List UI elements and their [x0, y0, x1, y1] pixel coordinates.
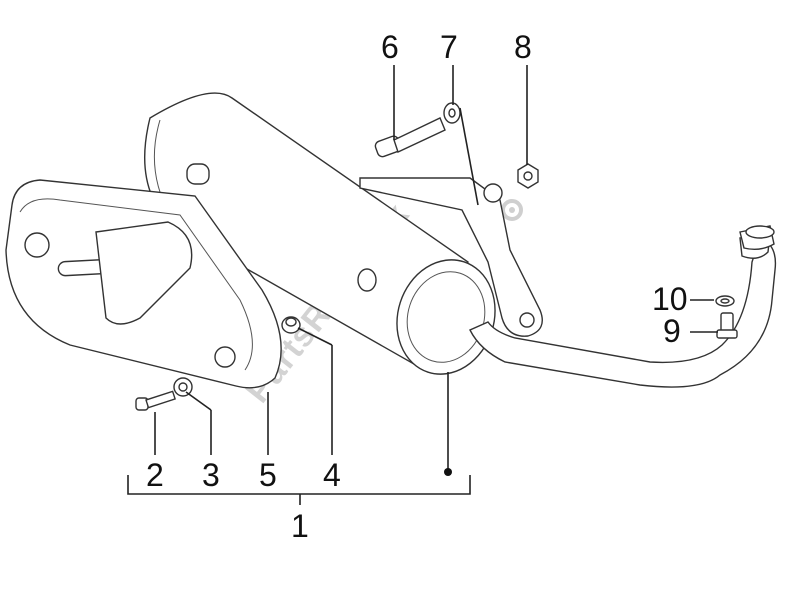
leader-dot	[444, 468, 452, 476]
part-2-screw	[135, 390, 176, 411]
heat-shield	[5, 179, 282, 389]
mounting-bracket	[359, 177, 543, 337]
callout-10: 10	[652, 281, 688, 317]
assembly-bracket	[127, 475, 471, 505]
muffler-body	[144, 92, 496, 375]
callout-9: 9	[663, 313, 681, 349]
callout-1: 1	[291, 508, 309, 544]
callout-3: 3	[202, 457, 220, 493]
callout-2: 2	[146, 457, 164, 493]
callout-8: 8	[514, 29, 532, 65]
part-6-bolt	[374, 117, 446, 158]
part-7-washer	[443, 102, 461, 124]
part-10-washer	[715, 295, 735, 307]
part-8-nut	[517, 163, 539, 189]
leader-lines	[154, 65, 718, 476]
callout-7: 7	[440, 29, 458, 65]
watermark-gear-icon	[501, 199, 523, 221]
callout-4: 4	[323, 457, 341, 493]
part-9-bolt	[716, 312, 738, 339]
callout-6: 6	[381, 29, 399, 65]
part-4-bushing	[281, 316, 301, 334]
exhaust-pipe	[469, 225, 777, 388]
part-3-washer	[173, 377, 193, 397]
callout-5: 5	[259, 457, 277, 493]
